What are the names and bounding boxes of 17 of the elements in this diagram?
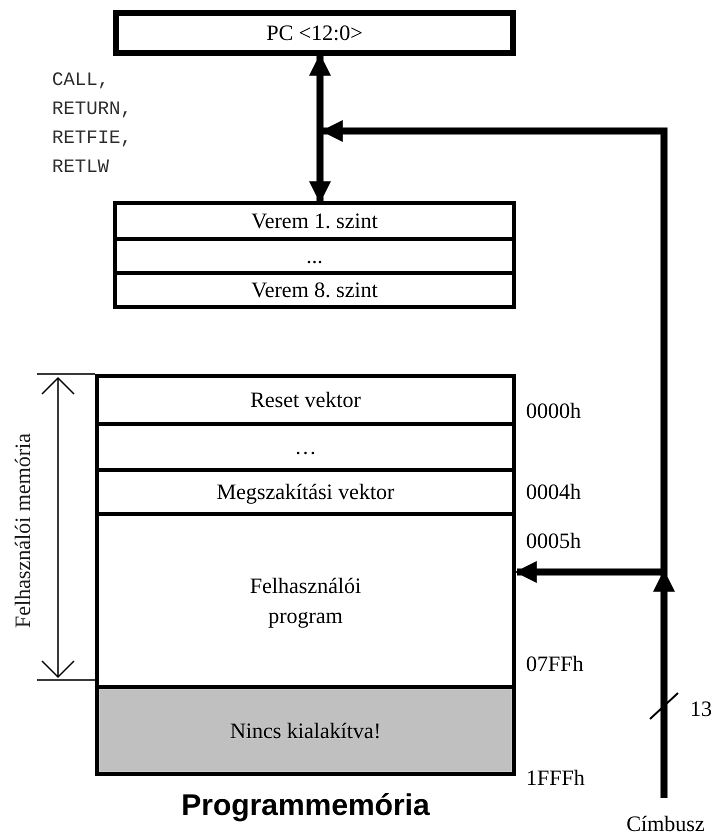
stack-box [113, 201, 516, 309]
memory-box [95, 374, 516, 776]
dimension-label: Felhasználói memória [8, 432, 36, 628]
bus-width-label: 13 [690, 695, 713, 723]
bus-label: Címbusz [614, 812, 717, 836]
shaded-memory-row: Nincs kialakítva! [99, 685, 512, 772]
title: Programmemória [180, 788, 431, 824]
address-label: 0004h [526, 478, 582, 506]
arrow [320, 120, 668, 572]
register-box: PC <12:0> [113, 10, 516, 56]
address-label: 1FFFh [526, 764, 586, 792]
bus-line [653, 570, 675, 798]
instruction-list: CALL, RETURN, RETFIE, RETLW [52, 66, 182, 182]
arrow [309, 54, 331, 204]
address-label: 0005h [526, 527, 582, 555]
address-label: 0000h [526, 397, 582, 425]
address-label: 07FFh [526, 650, 584, 678]
